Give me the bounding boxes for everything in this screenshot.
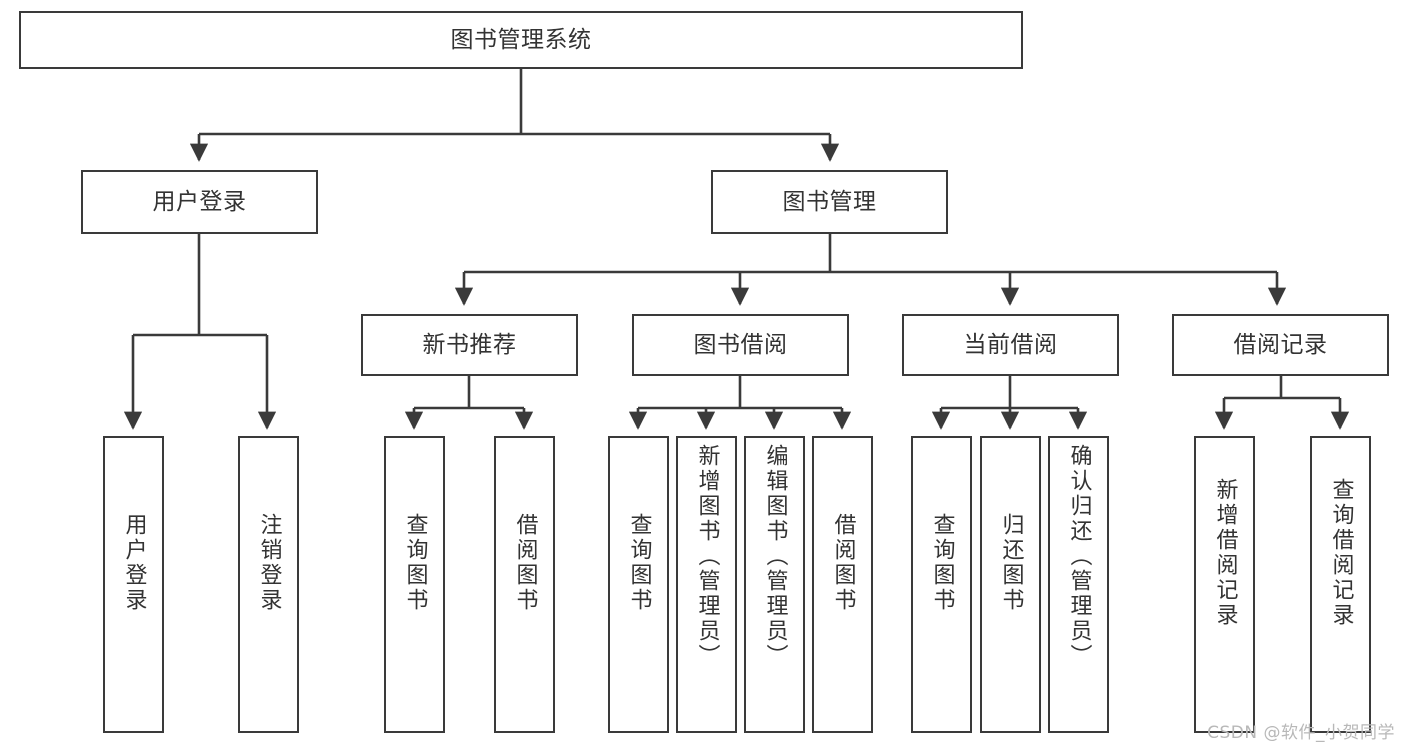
leaf-query-book-3[interactable]: 查询图书 bbox=[911, 436, 972, 733]
node-book-borrow[interactable]: 图书借阅 bbox=[632, 314, 849, 376]
leaf-add-book-label: 新增图书（管理员） bbox=[694, 444, 720, 669]
node-borrow-record[interactable]: 借阅记录 bbox=[1172, 314, 1389, 376]
node-user-login-label: 用户登录 bbox=[152, 188, 247, 215]
node-new-book-recommend[interactable]: 新书推荐 bbox=[361, 314, 578, 376]
node-root-label: 图书管理系统 bbox=[450, 26, 592, 53]
node-book-borrow-label: 图书借阅 bbox=[693, 331, 788, 358]
node-book-manage-label: 图书管理 bbox=[782, 188, 877, 215]
leaf-query-book-3-label: 查询图书 bbox=[929, 513, 955, 613]
leaf-return-book[interactable]: 归还图书 bbox=[980, 436, 1041, 733]
leaf-borrow-book-1-label: 借阅图书 bbox=[512, 513, 538, 613]
leaf-edit-book-label: 编辑图书（管理员） bbox=[762, 444, 788, 669]
node-root[interactable]: 图书管理系统 bbox=[19, 11, 1023, 69]
leaf-confirm-return[interactable]: 确认归还（管理员） bbox=[1048, 436, 1109, 733]
leaf-confirm-return-label: 确认归还（管理员） bbox=[1066, 444, 1092, 669]
leaf-add-book[interactable]: 新增图书（管理员） bbox=[676, 436, 737, 733]
node-user-login[interactable]: 用户登录 bbox=[81, 170, 318, 234]
leaf-borrow-book-2[interactable]: 借阅图书 bbox=[812, 436, 873, 733]
leaf-query-book-2[interactable]: 查询图书 bbox=[608, 436, 669, 733]
leaf-borrow-book-1[interactable]: 借阅图书 bbox=[494, 436, 555, 733]
leaf-query-book-2-label: 查询图书 bbox=[626, 513, 652, 613]
leaf-query-record-label: 查询借阅记录 bbox=[1328, 478, 1354, 628]
leaf-add-record[interactable]: 新增借阅记录 bbox=[1194, 436, 1255, 733]
leaf-query-book-1-label: 查询图书 bbox=[402, 513, 428, 613]
leaf-logout-login[interactable]: 注销登录 bbox=[238, 436, 299, 733]
leaf-query-record[interactable]: 查询借阅记录 bbox=[1310, 436, 1371, 733]
leaf-add-record-label: 新增借阅记录 bbox=[1212, 478, 1238, 628]
leaf-borrow-book-2-label: 借阅图书 bbox=[830, 513, 856, 613]
watermark: CSDN @软件_小贺同学 bbox=[1207, 723, 1395, 743]
leaf-user-login-label: 用户登录 bbox=[121, 513, 147, 613]
leaf-edit-book[interactable]: 编辑图书（管理员） bbox=[744, 436, 805, 733]
leaf-query-book-1[interactable]: 查询图书 bbox=[384, 436, 445, 733]
leaf-user-login[interactable]: 用户登录 bbox=[103, 436, 164, 733]
node-book-manage[interactable]: 图书管理 bbox=[711, 170, 948, 234]
node-current-borrow[interactable]: 当前借阅 bbox=[902, 314, 1119, 376]
leaf-logout-login-label: 注销登录 bbox=[256, 513, 282, 613]
leaf-return-book-label: 归还图书 bbox=[998, 513, 1024, 613]
node-borrow-record-label: 借阅记录 bbox=[1233, 331, 1328, 358]
node-current-borrow-label: 当前借阅 bbox=[963, 331, 1058, 358]
node-new-book-recommend-label: 新书推荐 bbox=[422, 331, 517, 358]
